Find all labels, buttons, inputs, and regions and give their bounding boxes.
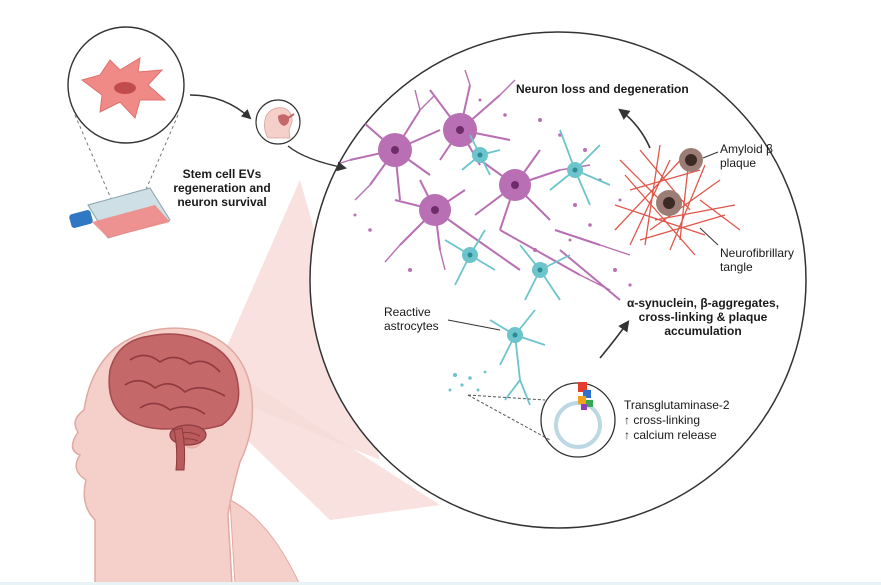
amyloid-label-line1: Amyloid β	[720, 142, 773, 156]
inner-zoom-lines	[467, 394, 551, 441]
synuclein-label: α-synuclein, β-aggregates, cross-linking…	[618, 296, 788, 338]
synuclein-label-line3: accumulation	[664, 324, 742, 338]
brain-icon	[108, 333, 240, 471]
astrocyte-somas	[462, 147, 583, 343]
astrocyte-label: Reactive astrocytes	[384, 305, 464, 333]
arrow-treatment-to-brain	[287, 145, 347, 172]
stem-cell-icon	[67, 26, 185, 144]
leader-amyloid	[702, 151, 719, 159]
tg2-label: Transglutaminase-2 ↑ cross-linking ↑ cal…	[624, 398, 764, 443]
stem-cell-label-line3: neuron survival	[177, 195, 267, 209]
synuclein-label-line2: cross-linking & plaque	[638, 310, 768, 324]
bottom-border	[0, 582, 881, 585]
astrocyte-label-line2: astrocytes	[384, 319, 439, 333]
arrow-stemcell-to-treatment	[189, 94, 252, 120]
synuclein-label-line1: α-synuclein, β-aggregates,	[626, 296, 780, 310]
stem-cell-label-line1: Stem cell EVs	[182, 167, 262, 181]
leader-astrocyte	[447, 319, 501, 331]
astrocyte-particles	[448, 370, 487, 392]
stem-cell-label-line2: regeneration and	[173, 181, 271, 195]
neuron-loss-label: Neuron loss and degeneration	[516, 82, 716, 96]
astrocyte-label-line1: Reactive	[384, 305, 431, 319]
tg2-label-line1: Transglutaminase-2	[624, 398, 730, 412]
neurofibrillary-tangle	[614, 144, 741, 256]
cell-culture-flask-icon	[69, 187, 171, 239]
amyloid-label: Amyloid β plaque	[720, 142, 800, 170]
transglutaminase-circle	[540, 382, 616, 458]
tangle-label-line2: tangle	[720, 260, 753, 274]
stem-cell-label: Stem cell EVs regeneration and neuron su…	[168, 167, 276, 209]
arrow-to-aggregates	[599, 320, 630, 359]
tg2-label-line2: ↑ cross-linking	[624, 413, 701, 427]
tangle-label: Neurofibrillary tangle	[720, 246, 820, 274]
tangle-label-line1: Neurofibrillary	[720, 246, 795, 260]
amyloid-label-line2: plaque	[720, 156, 757, 170]
arrow-to-neuron-loss	[618, 108, 651, 149]
zoom-circle	[309, 31, 807, 529]
leader-tangle	[699, 227, 719, 246]
head-ev-treatment-icon	[255, 99, 301, 145]
tg2-label-line3: ↑ calcium release	[624, 428, 717, 442]
astrocytes	[444, 129, 611, 406]
neuron-somas	[378, 113, 531, 226]
neuron-loss-label-text: Neuron loss and degeneration	[516, 82, 689, 96]
amyloid-plaque-icon	[656, 148, 703, 216]
